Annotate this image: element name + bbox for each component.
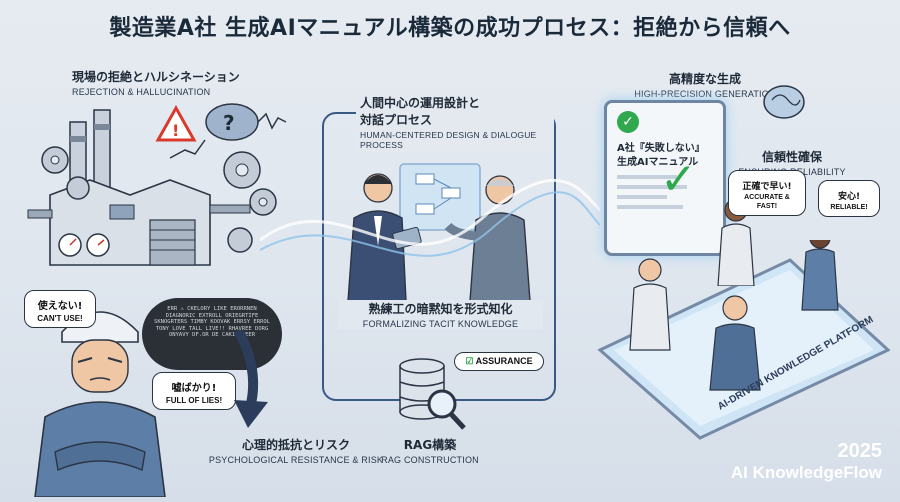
reliable-en: RELIABLE! bbox=[830, 204, 868, 211]
down-arrow-icon bbox=[233, 330, 268, 428]
accurate-jp: 正確で早い! bbox=[742, 182, 792, 192]
check-circle-icon: ✓ bbox=[617, 111, 639, 133]
reliability-title: 信頼性確保 bbox=[761, 150, 822, 164]
section-rejection: 現場の拒絶とハルシネーション REJECTION & HALLUCINATION bbox=[72, 68, 302, 97]
reliable-jp: 安心! bbox=[837, 192, 861, 202]
rejection-subtitle: REJECTION & HALLUCINATION bbox=[72, 87, 211, 97]
page-title: 製造業A社 生成AIマニュアル構築の成功プロセス：拒絶から信頼へ bbox=[109, 16, 791, 41]
speech-bubble-accurate: 正確で早い! ACCURATE & FAST! bbox=[728, 170, 806, 216]
manual-tablet: ✓ A社『失敗しない』 生成AIマニュアル bbox=[604, 100, 726, 256]
lies-jp: 嘘ばかり! bbox=[171, 383, 217, 394]
rag-subtitle: RAG CONSTRUCTION bbox=[381, 455, 479, 465]
tacit-subtitle: FORMALIZING TACIT KNOWLEDGE bbox=[362, 319, 519, 329]
lies-en: FULL OF LIES! bbox=[165, 396, 223, 405]
worker-illustration bbox=[34, 311, 166, 497]
psych-title: 心理的抵抗とリスク bbox=[241, 438, 350, 452]
section-tacit: 熟練工の暗黙知を形式知化 FORMALIZING TACIT KNOWLEDGE bbox=[338, 300, 543, 329]
cant-use-en: CAN'T USE! bbox=[37, 314, 83, 323]
flow-swoosh bbox=[260, 178, 600, 257]
cant-use-jp: 使えない! bbox=[37, 301, 83, 312]
manual-line-1: A社『失敗しない』 bbox=[617, 143, 705, 154]
speech-bubble-cant-use: 使えない! CAN'T USE! bbox=[24, 290, 96, 328]
rag-title: RAG構築 bbox=[403, 438, 457, 452]
brand-block: 2025 AI KnowledgeFlow bbox=[700, 440, 882, 483]
speech-bubble-reliable: 安心! RELIABLE! bbox=[818, 180, 880, 217]
hallucination-thought-cloud: ERR ⚠ CKELORY LIKE ERORRNEN DIAGNORIC EX… bbox=[142, 298, 282, 370]
manual-line-2: 生成AIマニュアル bbox=[617, 157, 699, 168]
platform-tablet: AI-DRIVEN KNOWLEDGE PLATFORM bbox=[597, 240, 890, 440]
psych-subtitle: PSYCHOLOGICAL RESISTANCE & RISK bbox=[208, 455, 384, 465]
human-subtitle: HUMAN-CENTERED DESIGN & DIALOGUE PROCESS bbox=[360, 130, 537, 150]
check-icon: ☑ bbox=[465, 356, 474, 366]
precision-subtitle: HIGH-PRECISION GENERATION bbox=[634, 89, 776, 99]
svg-text:!: ! bbox=[172, 121, 179, 140]
svg-text:?: ? bbox=[223, 111, 235, 135]
precision-title: 高精度な生成 bbox=[668, 72, 741, 86]
section-human: 人間中心の運用設計と 対話プロセス HUMAN-CENTERED DESIGN … bbox=[356, 92, 554, 152]
dialogue-illustration bbox=[347, 163, 531, 301]
big-check-icon: ✓ bbox=[660, 154, 697, 205]
section-rag: RAG構築 RAG CONSTRUCTION bbox=[360, 436, 500, 465]
rejection-title: 現場の拒絶とハルシネーション bbox=[72, 70, 240, 84]
human-title-2: 対話プロセス bbox=[360, 113, 433, 127]
section-precision: 高精度な生成 HIGH-PRECISION GENERATION bbox=[630, 70, 780, 99]
factory-illustration: ! ? bbox=[27, 103, 287, 266]
assurance-badge: ☑ ASSURANCE bbox=[454, 352, 544, 372]
ai-brain-icon bbox=[763, 85, 805, 119]
accurate-en: ACCURATE & FAST! bbox=[744, 194, 790, 210]
speech-bubble-lies: 嘘ばかり! FULL OF LIES! bbox=[152, 372, 236, 410]
assurance-label: ASSURANCE bbox=[475, 356, 533, 366]
tacit-title: 熟練工の暗黙知を形式知化 bbox=[368, 302, 513, 316]
brand-name: AI KnowledgeFlow bbox=[730, 463, 882, 482]
database-icon bbox=[399, 358, 466, 430]
section-psych: 心理的抵抗とリスク PSYCHOLOGICAL RESISTANCE & RIS… bbox=[196, 436, 396, 465]
brand-year: 2025 bbox=[837, 440, 883, 462]
human-title-1: 人間中心の運用設計と bbox=[360, 96, 481, 110]
